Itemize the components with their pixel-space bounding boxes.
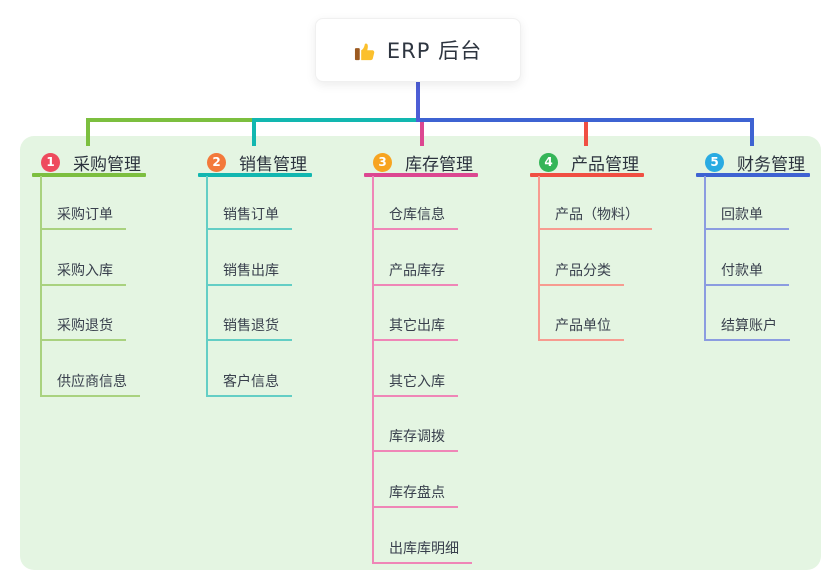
branch-title-underline <box>32 173 146 177</box>
child-topic-underline <box>372 562 472 564</box>
child-topic-underline <box>704 228 789 230</box>
child-topic-label: 采购退货 <box>57 318 113 334</box>
branches-panel <box>20 136 821 570</box>
child-topic-underline <box>206 228 292 230</box>
branch-number-badge: 5 <box>705 152 724 172</box>
child-topic-label: 其它入库 <box>389 374 445 390</box>
child-topic-label: 库存盘点 <box>389 485 445 501</box>
branch-title-label: 采购管理 <box>73 154 141 175</box>
branch-title-node[interactable]: 4 产品管理 <box>539 150 639 175</box>
branch-title-label: 产品管理 <box>571 154 639 175</box>
child-topic-label: 产品（物料） <box>555 207 639 223</box>
branch-title-node[interactable]: 1 采购管理 <box>41 150 141 175</box>
root-node-label: ERP 后台 <box>386 39 483 63</box>
child-topic-underline <box>40 228 126 230</box>
branch-child-connector-line <box>372 176 374 564</box>
child-topic-underline <box>538 228 652 230</box>
child-topic-label: 产品单位 <box>555 318 611 334</box>
child-topic-underline <box>372 228 458 230</box>
branch-title-label: 库存管理 <box>405 154 473 175</box>
branch-number-badge: 2 <box>207 152 226 172</box>
child-topic-underline <box>372 506 458 508</box>
child-topic-underline <box>372 284 458 286</box>
branch-number-badge: 3 <box>373 152 392 172</box>
branch-title-node[interactable]: 2 销售管理 <box>207 150 307 175</box>
branch-title-underline <box>530 173 644 177</box>
branch-number-badge: 4 <box>539 152 558 172</box>
child-topic-label: 采购订单 <box>57 207 113 223</box>
child-topic-label: 付款单 <box>721 263 763 279</box>
child-topic-label: 其它出库 <box>389 318 445 334</box>
connector-path <box>252 82 420 146</box>
child-topic-label: 库存调拨 <box>389 429 445 445</box>
branch-child-connector-line <box>538 176 540 342</box>
child-topic-label: 采购入库 <box>57 263 113 279</box>
child-topic-underline <box>538 284 624 286</box>
branch-title-underline <box>198 173 312 177</box>
child-topic-underline <box>704 339 790 341</box>
child-topic-underline <box>40 284 126 286</box>
child-topic-label: 销售订单 <box>223 207 279 223</box>
child-topic-label: 客户信息 <box>223 374 279 390</box>
branch-title-node[interactable]: 5 财务管理 <box>705 150 805 175</box>
root-node[interactable]: ERP 后台 <box>315 18 521 82</box>
child-topic-underline <box>704 284 789 286</box>
branch-title-underline <box>364 173 478 177</box>
branch-child-connector-line <box>704 176 706 342</box>
child-topic-label: 结算账户 <box>721 318 777 334</box>
thumbs-up-icon <box>354 42 375 60</box>
child-topic-label: 仓库信息 <box>389 207 445 223</box>
branch-title-underline <box>696 173 810 177</box>
child-topic-underline <box>372 339 458 341</box>
branch-title-label: 财务管理 <box>737 154 805 175</box>
child-topic-underline <box>206 395 292 397</box>
branch-child-connector-line <box>40 176 42 397</box>
child-topic-label: 出库库明细 <box>389 541 459 557</box>
child-topic-underline <box>206 284 292 286</box>
child-topic-underline <box>40 339 126 341</box>
child-topic-label: 产品分类 <box>555 263 611 279</box>
child-topic-underline <box>372 395 458 397</box>
branch-child-connector-line <box>206 176 208 397</box>
branch-title-label: 销售管理 <box>239 154 307 175</box>
child-topic-label: 供应商信息 <box>57 374 127 390</box>
branch-title-node[interactable]: 3 库存管理 <box>373 150 473 175</box>
child-topic-label: 销售出库 <box>223 263 279 279</box>
child-topic-underline <box>372 450 458 452</box>
child-topic-underline <box>40 395 140 397</box>
branch-number-badge: 1 <box>41 152 60 172</box>
child-topic-underline <box>206 339 292 341</box>
child-topic-underline <box>538 339 624 341</box>
child-topic-label: 销售退货 <box>223 318 279 334</box>
connector-path <box>416 82 588 146</box>
child-topic-label: 产品库存 <box>389 263 445 279</box>
child-topic-label: 回款单 <box>721 207 763 223</box>
